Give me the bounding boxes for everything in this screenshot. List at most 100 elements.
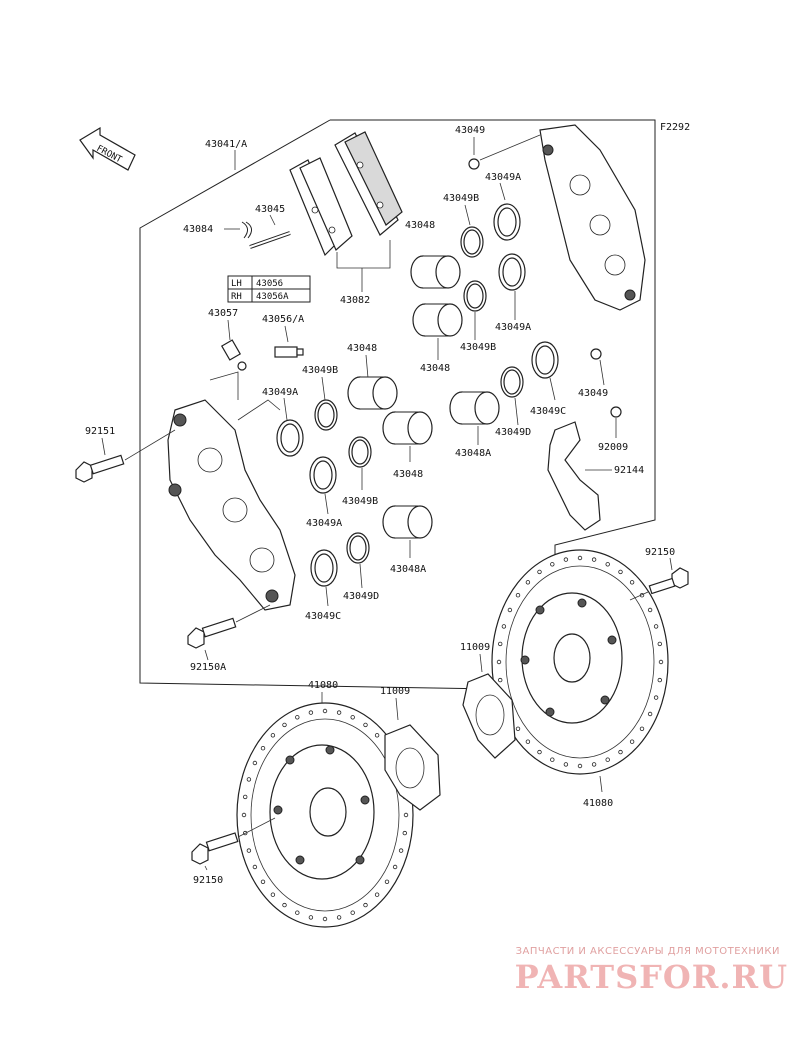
- label-43049b-mid: 43049B: [460, 342, 496, 353]
- label-43084: 43084: [183, 224, 213, 235]
- vent-hole: [241, 812, 247, 818]
- vent-hole: [591, 762, 597, 767]
- piston-43048a-lower: [382, 505, 433, 539]
- label-43048-center: 43048: [393, 469, 423, 480]
- front-arrow-icon: FRONT: [79, 126, 136, 171]
- vent-hole: [618, 749, 623, 755]
- vent-hole: [658, 659, 664, 665]
- label-43049-top: 43049: [455, 125, 485, 136]
- label-11009-left: 11009: [380, 686, 410, 697]
- vent-hole: [639, 726, 645, 731]
- vent-hole: [525, 580, 531, 585]
- bolt-92150a: [187, 617, 237, 649]
- shim-11009-left: [384, 724, 441, 811]
- vent-hole: [308, 710, 314, 715]
- piston-43048-upper: [410, 255, 461, 289]
- label-43082: 43082: [340, 295, 370, 306]
- vent-hole: [647, 711, 653, 717]
- vent-hole: [252, 864, 258, 870]
- piston-43048-left: [347, 376, 398, 410]
- caliper-right: [539, 124, 646, 311]
- brake-pad-left: [289, 157, 353, 257]
- label-43048-mid: 43048: [420, 363, 450, 374]
- table-rh-part: 43056A: [256, 292, 289, 302]
- vent-hole: [550, 562, 555, 567]
- brake-pad-right: [334, 131, 403, 236]
- caliper-left: [167, 399, 296, 611]
- vent-hole: [322, 708, 328, 714]
- vent-hole: [295, 910, 300, 915]
- vent-hole: [563, 557, 569, 562]
- label-43049b-center: 43049B: [342, 496, 378, 507]
- vent-hole: [507, 607, 513, 613]
- label-41080-left: 41080: [308, 680, 338, 691]
- vent-hole: [657, 677, 662, 683]
- vent-hole: [402, 830, 407, 836]
- table-lh: LH: [231, 279, 242, 289]
- label-92009: 92009: [598, 442, 628, 453]
- vent-hole: [384, 879, 390, 884]
- vent-hole: [618, 569, 623, 575]
- vent-hole: [629, 580, 635, 585]
- label-43048-top: 43048: [405, 220, 435, 231]
- vent-hole: [363, 902, 368, 908]
- vent-hole: [336, 915, 342, 920]
- vent-hole: [242, 794, 248, 800]
- table-rh: RH: [231, 292, 242, 302]
- vent-hole: [591, 557, 597, 562]
- label-43049a-top: 43049A: [485, 172, 521, 183]
- vent-hole: [398, 848, 404, 853]
- label-43056a: 43056/A: [262, 314, 304, 325]
- vent-hole: [374, 733, 380, 738]
- vent-hole: [260, 746, 266, 751]
- vent-hole: [392, 864, 398, 870]
- vent-hole: [295, 715, 300, 720]
- table-lh-part: 43056: [256, 279, 283, 289]
- vent-hole: [374, 892, 380, 897]
- bracket-92144: [547, 421, 601, 531]
- vent-hole: [515, 593, 521, 598]
- vent-hole: [246, 848, 252, 853]
- label-43049d-lower: 43049D: [343, 591, 379, 602]
- vent-hole: [322, 916, 328, 922]
- piston-43048-center: [382, 411, 433, 445]
- bolt-92151: [75, 454, 125, 483]
- vent-hole: [515, 726, 521, 731]
- vent-hole: [653, 695, 659, 700]
- vent-hole: [537, 569, 542, 575]
- vent-hole: [605, 757, 610, 762]
- label-43049a-lower: 43049A: [306, 518, 342, 529]
- vent-hole: [252, 760, 258, 766]
- pad-pin: [249, 231, 291, 249]
- vent-hole: [363, 722, 368, 728]
- label-43049c-right: 43049C: [530, 406, 566, 417]
- bolt-92150-right: [648, 567, 689, 595]
- bleed-valve-43056: [274, 346, 304, 358]
- vent-hole: [282, 722, 287, 728]
- piston-43048a-right: [449, 391, 500, 425]
- vent-hole: [270, 733, 276, 738]
- label-92144: 92144: [614, 465, 644, 476]
- label-43048a-lower: 43048A: [390, 564, 426, 575]
- label-92150-right: 92150: [645, 547, 675, 558]
- label-43049a-left: 43049A: [262, 387, 298, 398]
- label-92150a: 92150A: [190, 662, 226, 673]
- piston-43048-mid: [412, 303, 463, 337]
- label-92150-left: 92150: [193, 875, 223, 886]
- seal-43049-right: [590, 348, 602, 360]
- vent-hole: [403, 812, 409, 818]
- label-43048-left: 43048: [347, 343, 377, 354]
- vent-hole: [260, 879, 266, 884]
- pin-clip: [241, 221, 252, 239]
- vent-hole: [270, 892, 276, 897]
- vent-hole: [653, 624, 659, 629]
- vent-hole: [537, 749, 542, 755]
- label-43049d-right: 43049D: [495, 427, 531, 438]
- label-11009-right: 11009: [460, 642, 490, 653]
- vent-hole: [605, 562, 610, 567]
- watermark-brand: PARTSFOR.RU: [514, 958, 788, 996]
- bolt-92009: [610, 406, 622, 418]
- label-43049b-left: 43049B: [302, 365, 338, 376]
- vent-hole: [577, 555, 583, 561]
- vent-hole: [336, 710, 342, 715]
